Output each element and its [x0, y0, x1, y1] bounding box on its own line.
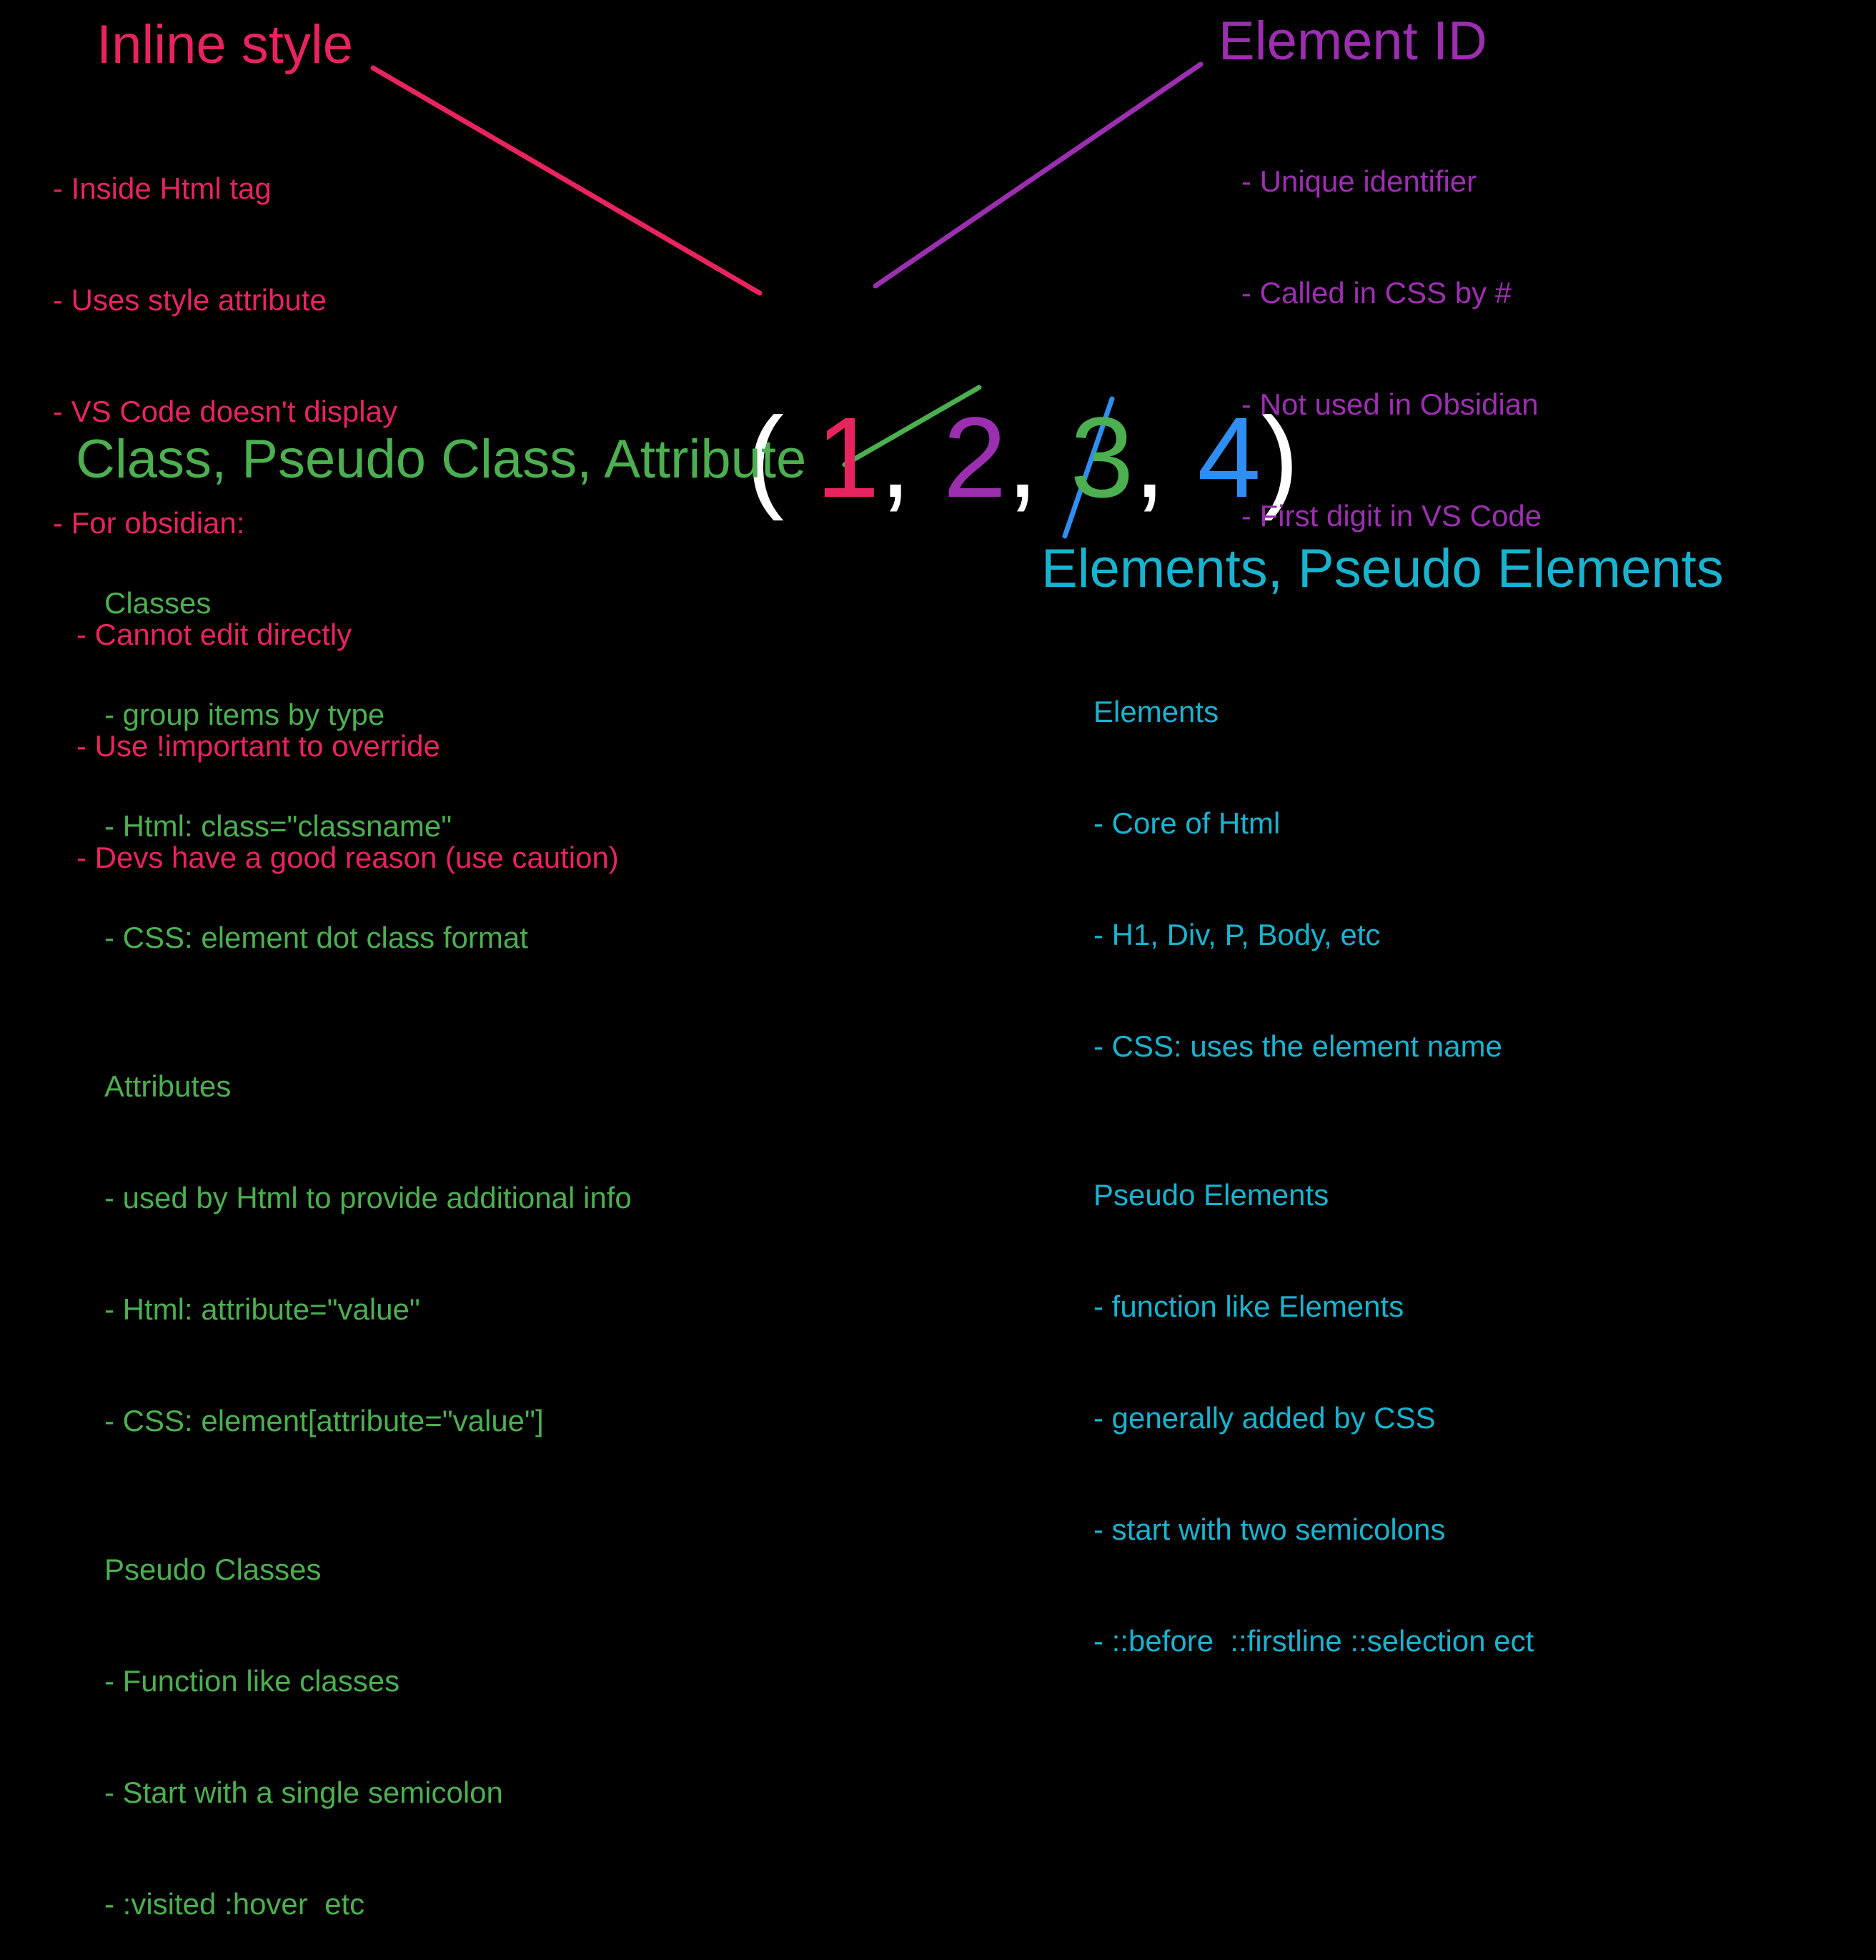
pseudo-elements-subheading: Pseudo Elements [1093, 1178, 1329, 1212]
tuple-separator: , [879, 393, 912, 521]
classes-subheading: Classes [104, 586, 212, 620]
note-item: - used by Html to provide additional inf… [104, 1181, 632, 1214]
inline-connector-line [370, 65, 763, 296]
class-group-notes: Classes - group items by type - Html: cl… [104, 510, 632, 1960]
tuple-class-digit: 3 [1070, 393, 1134, 521]
attributes-subheading: Attributes [104, 1069, 232, 1103]
note-item: - First digit in VS Code [1241, 499, 1542, 533]
note-item: - Core of Html [1093, 806, 1281, 840]
note-item: - group items by type [104, 698, 385, 731]
inline-style-notes: - Inside Html tag - Uses style attribute… [53, 96, 619, 914]
class-group-heading: Class, Pseudo Class, Attribute [76, 429, 807, 490]
tuple-open-paren: ( [745, 393, 785, 521]
id-connector-line [873, 61, 1203, 289]
note-item: - CSS: element dot class format [104, 921, 528, 954]
elements-group-notes: Elements - Core of Html - H1, Div, P, Bo… [1093, 619, 1534, 1697]
note-subitem: - Cannot edit directly [76, 618, 352, 651]
tuple-separator: , [1006, 393, 1038, 521]
note-item: - For obsidian: [53, 506, 245, 540]
note-item: - CSS: element[attribute="value"] [104, 1404, 544, 1437]
note-item: - Function like classes [104, 1664, 400, 1698]
note-subitem: - Devs have a good reason (use caution) [76, 841, 619, 874]
note-item: - Called in CSS by # [1241, 276, 1512, 310]
note-item: - CSS: uses the element name [1093, 1029, 1502, 1063]
note-item: - Uses style attribute [53, 283, 327, 317]
note-item: - Not used in Obsidian [1241, 387, 1539, 421]
element-id-notes: - Unique identifier - Called in CSS by #… [1241, 89, 1542, 572]
note-item: - VS Code doesn't display [53, 395, 397, 428]
tuple-element-digit: 4 [1197, 393, 1261, 521]
note-item: - Start with a single semicolon [104, 1776, 503, 1809]
element-id-heading: Element ID [1219, 11, 1487, 71]
tuple-inline-digit: 1 [815, 393, 880, 521]
note-item: - ::before ::firstline ::selection ect [1093, 1624, 1534, 1658]
elements-subheading: Elements [1093, 695, 1219, 728]
note-item: - H1, Div, P, Body, etc [1093, 918, 1381, 951]
tuple-id-digit: 2 [943, 393, 1007, 521]
tuple-separator: , [1133, 393, 1166, 521]
element-connector-line [1062, 396, 1115, 539]
note-subitem: - Use !important to override [76, 729, 440, 763]
note-item: - Html: class="classname" [104, 809, 452, 843]
note-item: - generally added by CSS [1093, 1401, 1436, 1435]
pseudo-classes-subheading: Pseudo Classes [104, 1553, 322, 1586]
elements-group-heading: Elements, Pseudo Elements [1041, 538, 1724, 599]
note-item: - :visited :hover etc [104, 1887, 365, 1921]
note-item: - Inside Html tag [53, 172, 272, 205]
note-item: - start with two semicolons [1093, 1513, 1446, 1546]
tuple-close-paren: ) [1261, 393, 1299, 521]
note-item: - function like Elements [1093, 1290, 1404, 1323]
inline-style-heading: Inline style [96, 14, 354, 75]
class-connector-line [842, 385, 982, 467]
note-item: - Unique identifier [1241, 164, 1477, 198]
connector-lines [370, 61, 1203, 539]
specificity-tuple: ( 1, 2, 3, 4) [683, 286, 1299, 515]
note-item: - Html: attribute="value" [104, 1292, 420, 1326]
